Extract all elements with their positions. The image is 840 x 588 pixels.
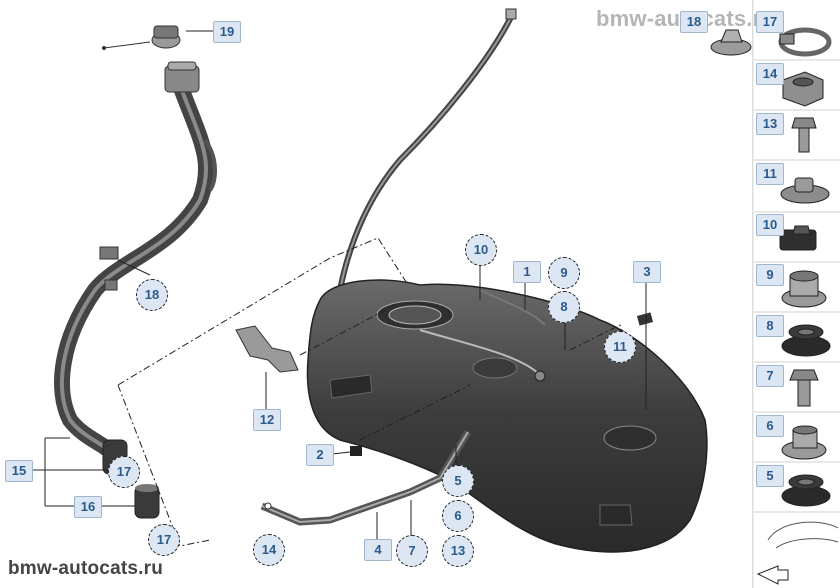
rubber-grommet-icon [781,474,831,507]
hex-nut-icon [782,71,824,107]
callout-15[interactable]: 15 [5,460,33,482]
assembly-outline [117,237,629,547]
sidebar-item-6[interactable]: 6 [756,415,784,437]
car-outline-icon [756,521,839,585]
nut-washer-icon [710,29,752,56]
rubber-grommet-icon [781,324,831,357]
sidebar-separators [754,59,840,513]
mounting-bracket [235,325,299,373]
callout-1[interactable]: 1 [513,261,541,283]
filler-neck-pipe [54,61,217,468]
sidebar-item-18[interactable]: 18 [680,11,708,33]
callout-6[interactable]: 6 [442,500,474,532]
sidebar-item-13[interactable]: 13 [756,113,784,135]
callout-16[interactable]: 16 [74,496,102,518]
sidebar-item-11[interactable]: 11 [756,163,784,185]
callout-14[interactable]: 14 [253,534,285,566]
bolt-icon [789,369,819,407]
hose-clamp-icon [778,27,832,57]
sidebar-item-8[interactable]: 8 [756,315,784,337]
bushing-icon [781,270,827,308]
callout-18[interactable]: 18 [136,279,168,311]
leader-lines [30,30,647,540]
bolt-icon [791,117,817,153]
callout-9[interactable]: 9 [548,257,580,289]
pad-2 [350,446,362,456]
sidebar-item-10[interactable]: 10 [756,214,784,236]
fuel-cap [102,25,181,50]
callout-17b[interactable]: 17 [148,524,180,556]
callout-11[interactable]: 11 [604,331,636,363]
breather-pipe [337,8,517,293]
callout-2[interactable]: 2 [306,444,334,466]
callout-13[interactable]: 13 [442,535,474,567]
hose-pieces [102,439,160,519]
callout-10[interactable]: 10 [465,234,497,266]
watermark-bottom: bmw-autocats.ru [8,558,164,579]
callout-5[interactable]: 5 [442,465,474,497]
bushing-icon [781,425,827,460]
callout-3[interactable]: 3 [633,261,661,283]
callout-4[interactable]: 4 [364,539,392,561]
sidebar-item-7[interactable]: 7 [756,365,784,387]
callout-17a[interactable]: 17 [108,456,140,488]
sidebar-item-5[interactable]: 5 [756,465,784,487]
sidebar-drawings [710,0,839,588]
sidebar-item-17[interactable]: 17 [756,11,784,33]
callout-12[interactable]: 12 [253,409,281,431]
sidebar-item-9[interactable]: 9 [756,264,784,286]
clip-nut-icon [779,225,817,251]
callout-19[interactable]: 19 [213,21,241,43]
callout-8[interactable]: 8 [548,291,580,323]
washer-nut-icon [780,177,830,204]
sidebar-item-14[interactable]: 14 [756,63,784,85]
callout-7[interactable]: 7 [396,535,428,567]
pad-3 [636,312,654,326]
